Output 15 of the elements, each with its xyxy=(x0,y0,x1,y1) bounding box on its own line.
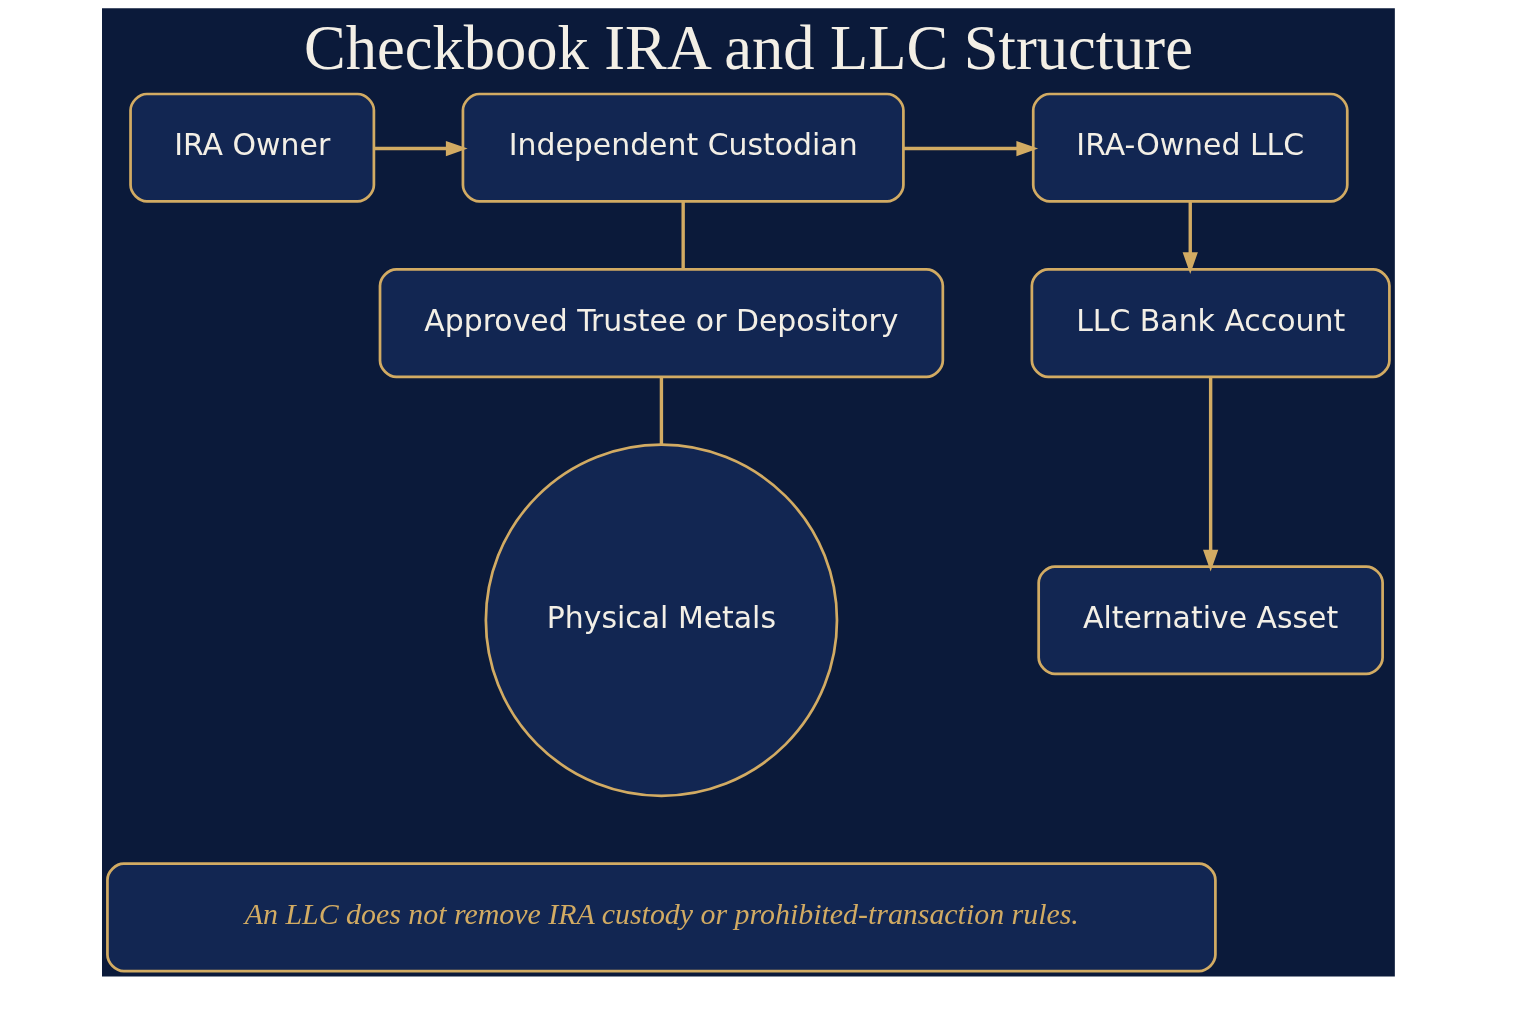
node-box: LLC Bank Account xyxy=(1030,268,1391,379)
connector xyxy=(659,376,664,445)
node-box: An LLC does not remove IRA custody or prohibited-transaction rules. xyxy=(106,862,1217,973)
diagram-title: Checkbook IRA and LLC Structure xyxy=(303,13,1193,84)
node-box: Alternative Asset xyxy=(1037,565,1384,676)
node-box: IRA-Owned LLC xyxy=(1031,92,1349,203)
node-box: IRA Owner xyxy=(129,92,376,203)
arrow xyxy=(1182,201,1198,275)
node-circle: Physical Metals xyxy=(484,443,839,798)
connector xyxy=(681,201,685,269)
node-box: Independent Custodian xyxy=(461,92,905,203)
arrow xyxy=(903,140,1039,157)
arrow xyxy=(374,140,468,157)
arrow xyxy=(1203,376,1219,572)
node-box: Approved Trustee or Depository xyxy=(378,268,945,379)
